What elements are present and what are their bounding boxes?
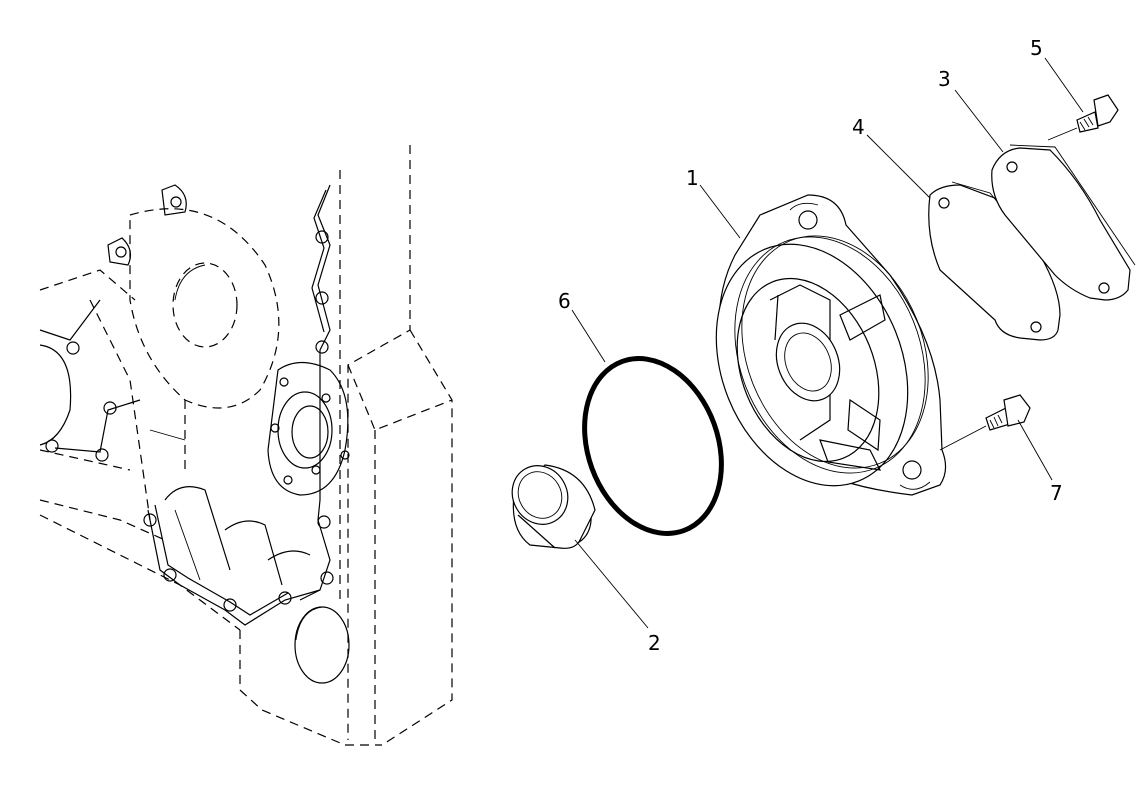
cover-plate-part-3 bbox=[991, 144, 1136, 301]
bushing-part-2 bbox=[511, 464, 596, 549]
callout-5-label: 5 bbox=[1030, 36, 1043, 60]
callout-4-label: 4 bbox=[852, 115, 865, 139]
bolt-part-5 bbox=[1047, 94, 1119, 141]
callout-3-label: 3 bbox=[938, 67, 951, 91]
bolt-part-7 bbox=[939, 394, 1031, 451]
o-ring-part-6 bbox=[582, 356, 724, 536]
callout-2-label: 2 bbox=[648, 631, 661, 655]
callout-7-label: 7 bbox=[1050, 481, 1063, 505]
pump-housing-part-1 bbox=[715, 194, 947, 496]
leader-lines bbox=[571, 57, 1084, 629]
callout-1-label: 1 bbox=[686, 166, 699, 190]
callout-6-label: 6 bbox=[558, 289, 571, 313]
engine-front-housing bbox=[39, 145, 453, 746]
